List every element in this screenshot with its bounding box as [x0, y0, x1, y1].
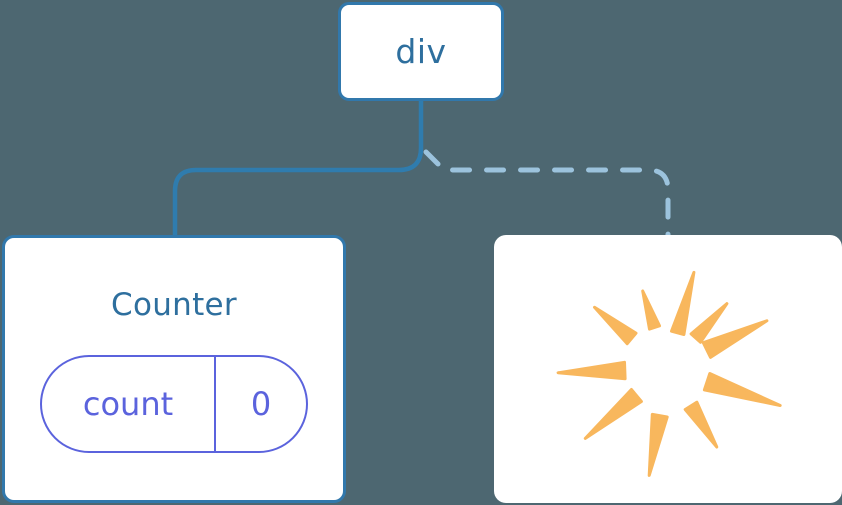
sparkle-ray-5 [583, 388, 643, 440]
node-rerender[interactable] [494, 235, 842, 503]
state-pill-count[interactable]: count 0 [40, 355, 308, 453]
node-counter[interactable]: Counter count 0 [2, 235, 346, 503]
sparkle-ray-8 [702, 372, 782, 407]
sparkle-ray-10 [689, 302, 729, 344]
node-counter-label: Counter [111, 287, 237, 323]
state-pill-divider [214, 357, 216, 451]
state-key-label: count [82, 385, 174, 423]
sparkle-ray-6 [647, 412, 669, 477]
sparkle-ray-7 [683, 400, 719, 449]
node-div-label: div [395, 32, 447, 71]
node-div[interactable]: div [338, 2, 504, 101]
state-value-label: 0 [250, 385, 272, 423]
sparkle-burst-icon [556, 270, 782, 477]
sparkle-ray-1 [670, 270, 696, 336]
sparkle-ray-2 [641, 289, 661, 331]
sparkle-ray-4 [556, 360, 627, 381]
sparkle-ray-9 [701, 319, 769, 359]
sparkle-ray-3 [593, 305, 638, 346]
edge-root-counter [172, 98, 424, 241]
edge-root-rerender [423, 149, 671, 241]
